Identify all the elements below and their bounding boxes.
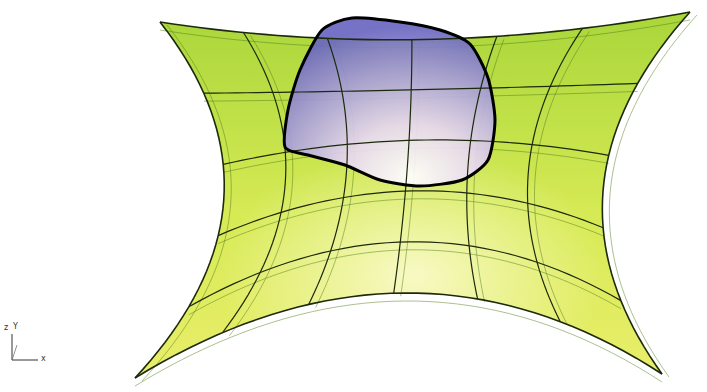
grid-line [135,293,662,378]
trim-curve [284,18,495,186]
grid-line [602,12,690,374]
rib-line [135,301,662,386]
grid-line [394,40,412,294]
grid-line [528,28,583,321]
grid-line [204,83,638,93]
grid-line [189,242,621,307]
surface-fill [135,12,690,378]
rib-line [609,15,697,377]
grid-line [223,140,609,164]
trimmed-region [284,18,495,186]
grid-line [309,38,348,304]
rib-line [142,25,231,381]
axis-label: x [41,355,46,363]
rib-line [229,35,292,335]
axis-triad [12,334,38,360]
grid-line [222,32,285,332]
rib-line [218,199,603,244]
axis-label: Y [13,323,18,331]
surface-shade [135,12,690,378]
rib-line [189,250,621,315]
grid-line [135,22,224,378]
grid-line [218,191,603,236]
axis-label: z [4,324,8,332]
